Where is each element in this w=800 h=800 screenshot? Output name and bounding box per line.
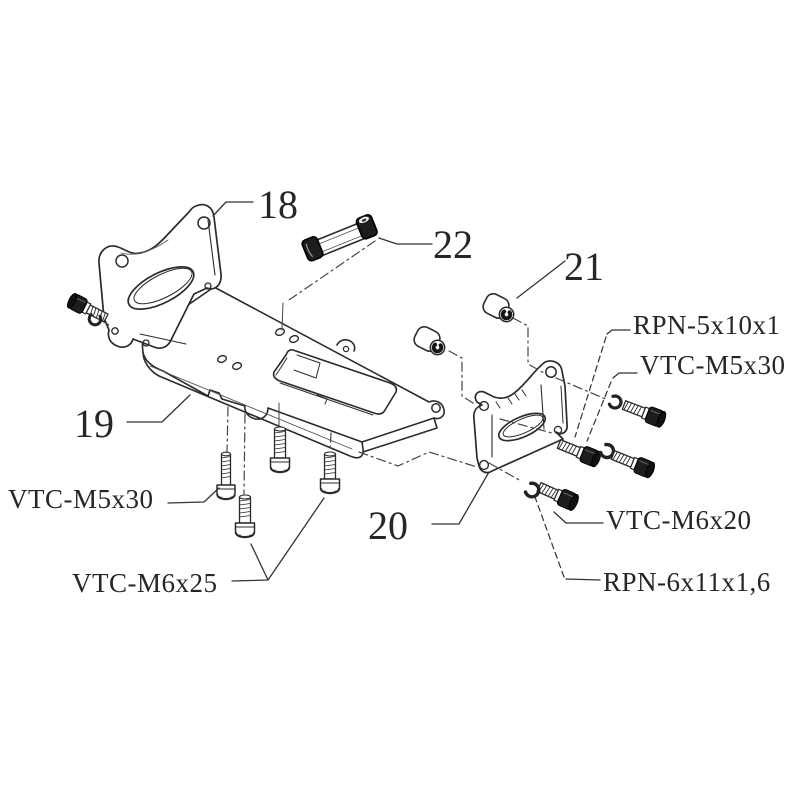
- spacer-21a: [482, 292, 515, 323]
- screw-vtc-m6x20: [536, 481, 579, 511]
- part-number-20: 20: [368, 503, 408, 548]
- callout-vtc-m5x30-right: VTC-M5x30: [640, 350, 786, 380]
- callout-vtc-m6x25: VTC-M6x25: [72, 568, 218, 598]
- callout-rpn-6x11x1-6: RPN-6x11x1,6: [603, 567, 771, 597]
- screw-vtc-m6x25-left: [234, 494, 256, 539]
- washer-rpn-6x11x1-6: [523, 481, 541, 499]
- bracket-18: [98, 203, 222, 350]
- part-number-19: 19: [74, 401, 114, 446]
- screw-left-of-bracket-18: [67, 292, 109, 323]
- leader-lines: [126, 201, 638, 582]
- bracket-20: [472, 360, 568, 474]
- screw-vtc-m5x30-mid-right-inner: [556, 439, 602, 468]
- base-plate-19: [141, 286, 445, 459]
- screw-vtc-m6x25-right: [319, 451, 341, 495]
- callout-vtc-m6x20: VTC-M6x20: [606, 505, 752, 535]
- screw-vtc-m5x30-bottom: [216, 451, 236, 501]
- part-number-21: 21: [564, 244, 604, 289]
- screw-vtc-m5x30-mid-right-outer: [610, 450, 656, 479]
- spacer-21b: [413, 325, 446, 356]
- washer-left: [87, 311, 103, 327]
- callout-vtc-m5x30-left: VTC-M5x30: [8, 484, 154, 514]
- washer-upper-right: [607, 394, 623, 410]
- screw-mid-bottom: [269, 426, 291, 474]
- rod-22: [301, 214, 378, 262]
- screw-vtc-m5x30-upper-right: [621, 400, 667, 428]
- callout-rpn-5x10x1: RPN-5x10x1: [633, 310, 781, 340]
- part-number-18: 18: [258, 182, 298, 227]
- part-number-22: 22: [433, 222, 473, 267]
- washer-rpn-5x10x1: [598, 442, 616, 460]
